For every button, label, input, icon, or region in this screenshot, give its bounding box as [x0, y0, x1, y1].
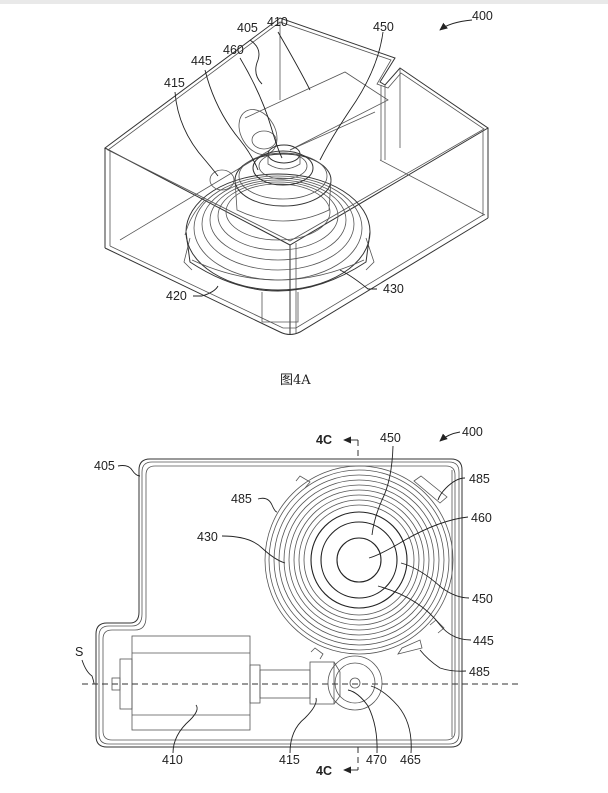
coil-ring — [303, 504, 415, 616]
leader-450-iso — [319, 31, 384, 161]
leader-445-top — [377, 585, 472, 641]
tab-485-top-right — [413, 475, 448, 504]
leader-485-left — [257, 497, 278, 513]
label-485-left: 485 — [231, 492, 252, 506]
label-420-iso: 420 — [166, 289, 187, 303]
coil-ring — [320, 521, 398, 599]
coil-ring — [268, 469, 450, 651]
tab-485-bottom-left — [310, 647, 324, 660]
leader-405-top — [117, 465, 141, 477]
label-485-bottom-right: 485 — [469, 665, 490, 679]
leader-410-iso — [277, 31, 311, 91]
label-450-right: 450 — [472, 592, 493, 606]
leader-430-top — [221, 535, 286, 564]
leader-s — [81, 659, 95, 685]
leader-460-iso — [239, 57, 283, 159]
label-405-iso: 405 — [237, 21, 258, 35]
coil-assembly-iso — [183, 173, 375, 323]
motor-410-iso — [238, 71, 389, 155]
label-450-top: 450 — [380, 431, 401, 445]
hub-stack-iso — [184, 130, 332, 236]
coil-ring — [293, 494, 425, 626]
tab-485-bottom-right — [397, 639, 423, 655]
coil-ring — [283, 484, 435, 636]
label-460-iso: 460 — [223, 43, 244, 57]
label-430-top: 430 — [197, 530, 218, 544]
figure-4b-top-view: 400 4C 4C 450 405 485 485 430 460 450 44… — [75, 425, 520, 778]
coil-ring — [273, 474, 445, 646]
leader-410-top — [172, 704, 198, 754]
tabs-485-top — [295, 475, 448, 660]
label-450-iso: 450 — [373, 20, 394, 34]
leader-460-top — [368, 516, 469, 559]
coil-ring — [298, 499, 420, 621]
label-465-top: 465 — [400, 753, 421, 767]
label-4c-top: 4C — [316, 433, 332, 447]
leader-430-iso — [339, 269, 377, 290]
leader-470-top — [347, 689, 378, 754]
motor-410-top — [111, 635, 261, 731]
leader-420-iso — [193, 285, 219, 297]
leader-450-top — [371, 445, 394, 536]
leader-485-bottom-right — [419, 649, 467, 672]
coil-430-top — [264, 465, 454, 655]
label-485-top-right: 485 — [469, 472, 490, 486]
leader-465-top — [370, 685, 412, 754]
figure-4a-isometric: 400 405 410 450 460 445 415 420 430 图4A — [104, 9, 493, 388]
leader-400-top — [439, 431, 461, 442]
leader-415-top — [289, 697, 317, 754]
coil-ring — [278, 479, 440, 641]
top-border — [0, 0, 608, 4]
leader-405-iso — [249, 39, 263, 85]
label-405-top: 405 — [94, 459, 115, 473]
label-4c-bottom: 4C — [316, 764, 332, 778]
coil-ring — [264, 465, 454, 655]
pinion-465-top — [327, 655, 383, 711]
shaft-415-top — [259, 661, 341, 705]
housing-405-top — [95, 458, 463, 748]
label-470-top: 470 — [366, 753, 387, 767]
coil-ring — [288, 489, 430, 631]
leader-445-iso — [204, 69, 259, 171]
figure-caption-4a: 图4A — [280, 373, 311, 388]
leader-415-iso — [174, 91, 219, 177]
tab-485-top-left — [295, 475, 311, 489]
label-445-top: 445 — [473, 634, 494, 648]
label-415-iso: 415 — [164, 76, 185, 90]
leader-450-right — [400, 562, 470, 599]
leader-485-top-right — [437, 477, 466, 501]
label-axis-s: S — [75, 645, 83, 659]
label-445-iso: 445 — [191, 54, 212, 68]
label-400-iso: 400 — [472, 9, 493, 23]
label-410-iso: 410 — [267, 15, 288, 29]
coil-ring — [310, 511, 408, 609]
label-400-top: 400 — [462, 425, 483, 439]
label-460-top: 460 — [471, 511, 492, 525]
label-430-iso: 430 — [383, 282, 404, 296]
label-415-top: 415 — [279, 753, 300, 767]
housing-405-iso — [104, 17, 489, 335]
coil-ring — [336, 537, 382, 583]
tab-485-mid-right — [429, 619, 445, 634]
label-410-top: 410 — [162, 753, 183, 767]
leader-400-iso — [439, 19, 473, 31]
